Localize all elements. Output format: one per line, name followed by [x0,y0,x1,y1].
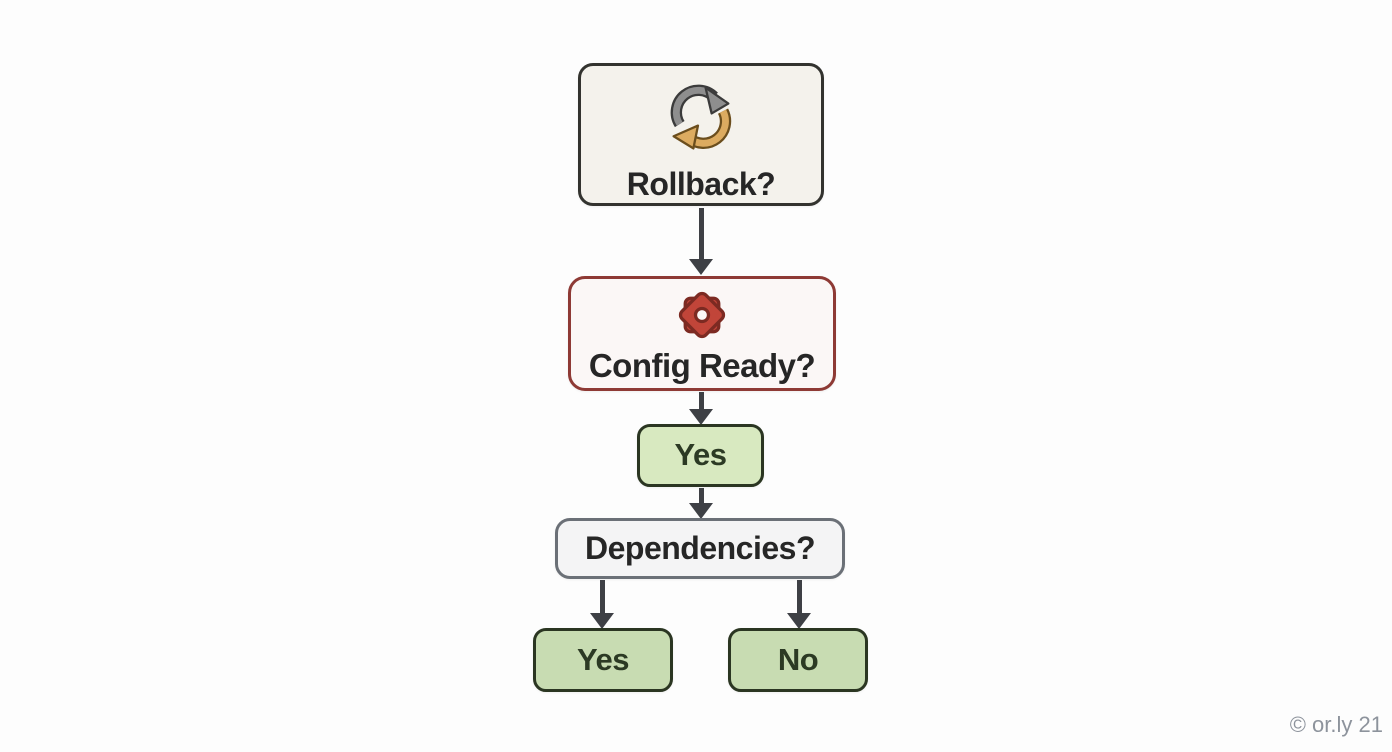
arrow-yes-to-dependencies [689,488,713,519]
arrow-head [590,613,614,629]
arrow-stem [796,580,802,613]
gear-icon [676,289,728,346]
node-dependencies: Dependencies? [555,518,845,579]
watermark: © or.ly 21 [1289,712,1383,737]
arrow-stem [698,392,704,409]
node-config-ready-label: Config Ready? [588,347,816,384]
node-no-bottom: No [728,628,868,692]
arrow-head [689,409,713,425]
arrow-head [689,259,713,275]
arrow-config-to-yes [689,392,713,425]
node-rollback: Rollback? [578,63,824,206]
node-rollback-label: Rollback? [626,166,776,202]
node-yes-bottom: Yes [533,628,673,692]
arrow-stem [698,208,704,259]
node-no-bottom-label: No [777,641,819,677]
arrow-rollback-to-config [689,208,713,275]
arrow-head [787,613,811,629]
arrow-head [689,503,713,519]
sync-rollback-icon [661,80,741,161]
node-dependencies-label: Dependencies? [584,529,816,566]
node-config-ready: Config Ready? [568,276,836,391]
arrow-stem [698,488,704,503]
arrow-stem [599,580,605,613]
node-yes-bottom-label: Yes [577,641,629,677]
node-yes-middle: Yes [637,424,764,487]
arrow-dependencies-to-no [787,580,811,629]
arrow-dependencies-to-yes [590,580,614,629]
node-yes-middle-label: Yes [674,437,727,473]
